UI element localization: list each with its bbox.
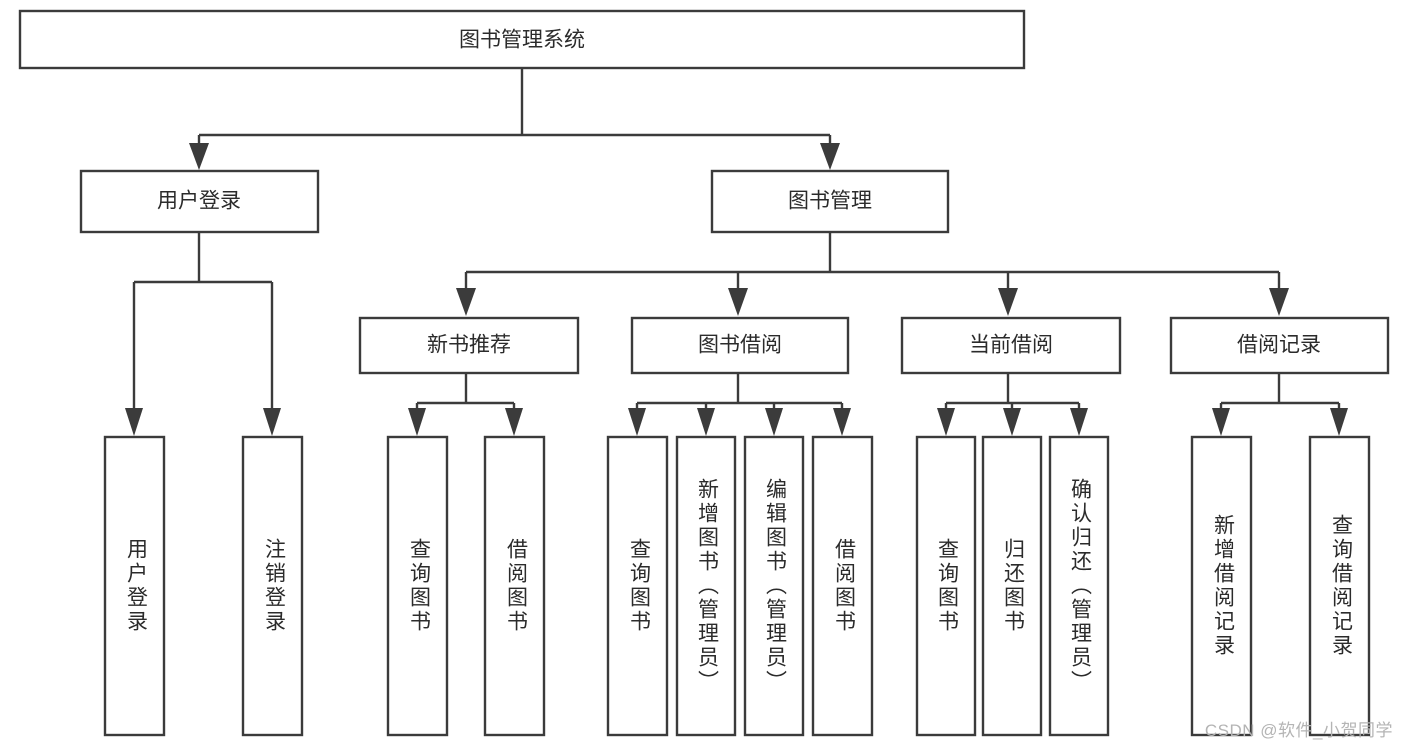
leaf-box[interactable] [981, 435, 1043, 737]
arrowhead-icon [505, 408, 523, 436]
leaf-box[interactable] [743, 435, 805, 737]
arrowhead-icon [937, 408, 955, 436]
user-login-label: 用户登录 [157, 190, 241, 213]
leaf-node-query-borrow-record[interactable]: 查询借阅记录 [1308, 435, 1371, 737]
new-book-recommend-label: 新书推荐 [427, 334, 511, 357]
node-new-book-recommend[interactable]: 新书推荐 [358, 316, 580, 375]
leaf-label: 查询图书 [935, 538, 959, 634]
leaf-box[interactable] [1190, 435, 1253, 737]
leaf-node-return-book[interactable]: 归还图书 [981, 435, 1043, 737]
arrowhead-icon [1330, 408, 1348, 436]
leaf-label: 注销登录 [262, 538, 286, 634]
leaf-node-user-login[interactable]: 用户登录 [103, 435, 166, 737]
borrow-record-label: 借阅记录 [1237, 334, 1321, 357]
node-root[interactable]: 图书管理系统 [18, 9, 1026, 70]
arrowhead-icon [263, 408, 281, 436]
book-management-label: 图书管理 [788, 190, 872, 213]
leaf-label: 归还图书 [1001, 538, 1025, 634]
leaf-label: 新增图书（管理员） [695, 478, 719, 694]
leaf-node-edit-book-admin[interactable]: 编辑图书（管理员） [743, 435, 805, 737]
leaf-box[interactable] [1048, 435, 1110, 737]
arrowhead-icon [998, 288, 1018, 316]
leaf-label: 查询图书 [627, 538, 651, 634]
leaf-box[interactable] [386, 435, 449, 737]
arrowhead-icon [1212, 408, 1230, 436]
arrowhead-icon [1070, 408, 1088, 436]
leaf-label: 借阅图书 [832, 538, 856, 634]
leaf-box[interactable] [1308, 435, 1371, 737]
arrowhead-icon [1003, 408, 1021, 436]
arrowhead-icon [408, 408, 426, 436]
leaf-node-add-borrow-record[interactable]: 新增借阅记录 [1190, 435, 1253, 737]
node-user-login[interactable]: 用户登录 [79, 169, 320, 234]
leaf-node-query-book-1[interactable]: 查询图书 [386, 435, 449, 737]
arrowhead-icon [456, 288, 476, 316]
root-label: 图书管理系统 [459, 29, 585, 52]
arrowhead-group [125, 143, 1348, 436]
arrowhead-icon [1269, 288, 1289, 316]
leaf-box[interactable] [241, 435, 304, 737]
arrowhead-icon [628, 408, 646, 436]
current-borrow-box[interactable] [900, 316, 1122, 375]
arrowhead-icon [833, 408, 851, 436]
leaf-node-query-book-2[interactable]: 查询图书 [606, 435, 669, 737]
arrowhead-icon [820, 143, 840, 170]
arrowhead-icon [125, 408, 143, 436]
leaf-box[interactable] [103, 435, 166, 737]
leaf-box[interactable] [811, 435, 874, 737]
book-borrow-box[interactable] [630, 316, 850, 375]
leaf-node-logout[interactable]: 注销登录 [241, 435, 304, 737]
book-management-box[interactable] [710, 169, 950, 234]
leaf-node-query-book-3[interactable]: 查询图书 [915, 435, 977, 737]
node-borrow-record[interactable]: 借阅记录 [1169, 316, 1390, 375]
leaf-label: 用户登录 [124, 538, 148, 634]
leaf-box[interactable] [915, 435, 977, 737]
user-login-box[interactable] [79, 169, 320, 234]
leaf-label: 查询图书 [407, 538, 431, 634]
root-box[interactable] [18, 9, 1026, 70]
leaf-label: 编辑图书（管理员） [763, 478, 787, 694]
leaf-label: 确认归还（管理员） [1068, 478, 1092, 694]
new-book-recommend-box[interactable] [358, 316, 580, 375]
arrowhead-icon [189, 143, 209, 170]
leaf-node-add-book-admin[interactable]: 新增图书（管理员） [675, 435, 737, 737]
leaf-label: 新增借阅记录 [1211, 514, 1235, 658]
leaf-box[interactable] [483, 435, 546, 737]
leaf-box[interactable] [606, 435, 669, 737]
leaf-label: 查询借阅记录 [1329, 514, 1353, 658]
arrowhead-icon [697, 408, 715, 436]
leaf-label: 借阅图书 [504, 538, 528, 634]
arrowhead-icon [765, 408, 783, 436]
node-book-borrow[interactable]: 图书借阅 [630, 316, 850, 375]
leaf-node-borrow-book-1[interactable]: 借阅图书 [483, 435, 546, 737]
node-current-borrow[interactable]: 当前借阅 [900, 316, 1122, 375]
book-borrow-label: 图书借阅 [698, 334, 782, 357]
borrow-record-box[interactable] [1169, 316, 1390, 375]
current-borrow-label: 当前借阅 [969, 334, 1053, 357]
node-book-management[interactable]: 图书管理 [710, 169, 950, 234]
leaf-node-confirm-return-admin[interactable]: 确认归还（管理员） [1048, 435, 1110, 737]
leaf-node-borrow-book-2[interactable]: 借阅图书 [811, 435, 874, 737]
leaf-box[interactable] [675, 435, 737, 737]
arrowhead-icon [728, 288, 748, 316]
